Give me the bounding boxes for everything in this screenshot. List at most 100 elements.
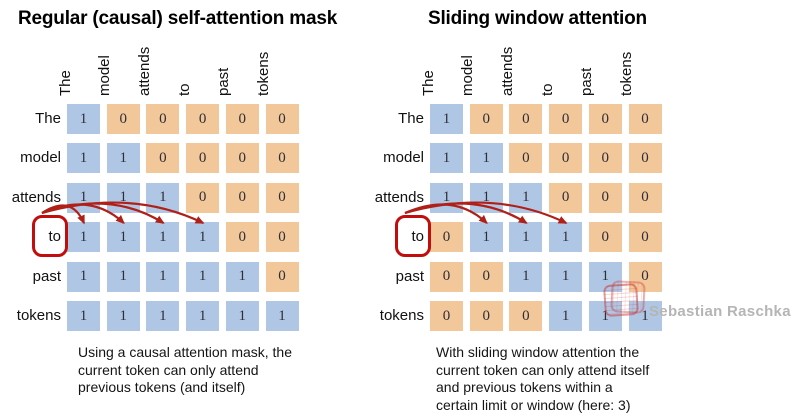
column-label: The <box>56 70 74 96</box>
panel-title: Sliding window attention <box>428 8 647 29</box>
matrix-cell: 0 <box>225 222 259 253</box>
matrix-cell: 0 <box>265 143 299 174</box>
matrix-cell: 1 <box>67 143 100 174</box>
column-label: past <box>215 67 233 96</box>
matrix-cell: 1 <box>430 143 463 174</box>
matrix-cell: 1 <box>588 261 622 292</box>
matrix-cell: 1 <box>186 301 220 331</box>
matrix-cell: 0 <box>509 104 543 134</box>
column-label: model <box>96 55 114 96</box>
matrix-cell: 1 <box>106 261 140 292</box>
matrix-cell: 0 <box>549 182 583 213</box>
matrix-cell: 1 <box>628 301 662 331</box>
row-label: The <box>398 110 424 127</box>
column-label: The <box>419 70 437 96</box>
column-label: past <box>578 67 596 96</box>
matrix-cell: 0 <box>549 104 583 134</box>
matrix-cell: 0 <box>588 182 622 213</box>
matrix-cell: 0 <box>588 222 622 253</box>
matrix-cell: 1 <box>106 143 140 174</box>
matrix-cell: 1 <box>67 104 100 134</box>
matrix-cell: 0 <box>106 104 140 134</box>
matrix-cell: 1 <box>509 261 543 292</box>
row-label: tokens <box>16 307 61 324</box>
matrix-cell: 1 <box>469 143 503 174</box>
matrix-cell: 0 <box>430 261 463 292</box>
matrix-cell: 0 <box>146 143 180 174</box>
matrix-cell: 0 <box>628 261 662 292</box>
matrix-cell: 1 <box>469 182 503 213</box>
matrix-cell: 0 <box>265 261 299 292</box>
matrix-cell: 0 <box>225 104 259 134</box>
watermark-text: Sebastian Raschka <box>649 303 791 320</box>
matrix-cell: 1 <box>106 301 140 331</box>
matrix-cell: 0 <box>628 104 662 134</box>
matrix-cell: 0 <box>225 182 259 213</box>
column-label: attends <box>135 46 153 96</box>
matrix-cell: 0 <box>469 104 503 134</box>
matrix-cell: 0 <box>509 143 543 174</box>
matrix-cell: 0 <box>430 222 463 253</box>
matrix-cell: 1 <box>186 222 220 253</box>
column-label: tokens <box>255 51 272 96</box>
matrix-cell: 0 <box>265 182 299 213</box>
matrix-cell: 0 <box>186 182 220 213</box>
matrix-cell: 0 <box>146 104 180 134</box>
matrix-cell: 1 <box>146 182 180 213</box>
column-label: to <box>175 83 193 96</box>
matrix-cell: 0 <box>225 143 259 174</box>
panel-caption: Using a causal attention mask, the curre… <box>78 344 293 395</box>
matrix-cell: 0 <box>186 104 220 134</box>
row-label: past <box>32 267 61 285</box>
matrix-cell: 0 <box>588 143 622 174</box>
matrix-cell: 0 <box>469 301 503 331</box>
matrix-cell: 1 <box>509 222 543 253</box>
matrix-cell: 0 <box>628 143 662 174</box>
column-label: attends <box>498 46 516 96</box>
matrix-cell: 0 <box>265 222 299 253</box>
column-label: to <box>538 83 556 96</box>
matrix-cell: 1 <box>430 104 463 134</box>
matrix-cell: 1 <box>469 222 503 253</box>
matrix-cell: 1 <box>225 261 259 292</box>
matrix-cell: 1 <box>186 261 220 292</box>
row-label: model <box>383 149 424 167</box>
matrix-cell: 0 <box>186 143 220 174</box>
matrix-cell: 1 <box>106 182 140 213</box>
matrix-cell: 0 <box>588 104 622 134</box>
matrix-cell: 1 <box>549 222 583 253</box>
row-label: model <box>20 149 61 167</box>
matrix-cell: 1 <box>265 301 299 331</box>
matrix-cell: 0 <box>509 301 543 331</box>
matrix-cell: 1 <box>146 301 180 331</box>
column-label: tokens <box>618 51 635 96</box>
matrix-cell: 0 <box>628 182 662 213</box>
matrix-cell: 0 <box>265 104 299 134</box>
matrix-cell: 1 <box>67 301 100 331</box>
row-label: past <box>395 267 424 285</box>
matrix-cell: 1 <box>67 261 100 292</box>
matrix-cell: 1 <box>225 301 259 331</box>
matrix-cell: 1 <box>588 301 622 331</box>
matrix-cell: 0 <box>549 143 583 174</box>
row-label: attends <box>374 188 424 206</box>
matrix-cell: 1 <box>146 222 180 253</box>
panel-caption: With sliding window attention the curren… <box>436 344 650 413</box>
matrix-cell: 1 <box>549 301 583 331</box>
column-label: model <box>459 55 477 96</box>
row-label: to <box>48 228 61 246</box>
matrix-cell: 1 <box>67 182 100 213</box>
matrix-cell: 1 <box>146 261 180 292</box>
matrix-cell: 0 <box>628 222 662 253</box>
matrix-cell: 1 <box>67 222 100 253</box>
matrix-cell: 1 <box>106 222 140 253</box>
matrix-cell: 1 <box>509 182 543 213</box>
matrix-cell: 1 <box>549 261 583 292</box>
panel-title: Regular (causal) self-attention mask <box>18 8 338 29</box>
row-label: tokens <box>379 307 424 324</box>
matrix-cell: 0 <box>430 301 463 331</box>
row-label: to <box>411 228 424 246</box>
row-label: The <box>35 110 61 127</box>
matrix-cell: 1 <box>430 182 463 213</box>
